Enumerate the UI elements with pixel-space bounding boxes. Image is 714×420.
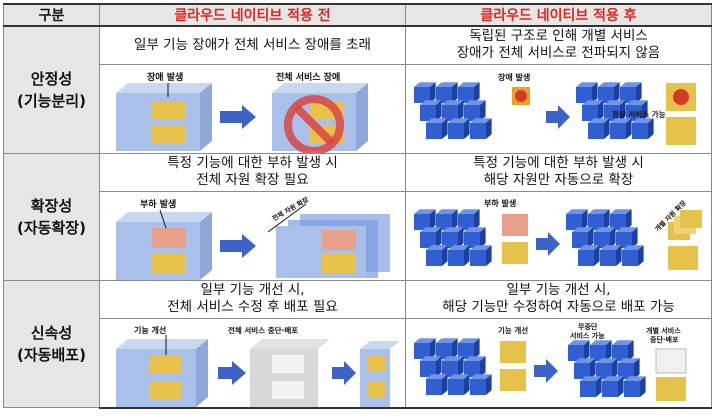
arrow-icon (220, 104, 256, 129)
monolith-box (116, 82, 212, 151)
prohibited-icon (284, 94, 344, 152)
stability-after-text: 독립된 구조로 인해 개별 서비스 장애가 전체 서비스로 전파되지 않음 (405, 25, 712, 65)
cube-grid (568, 339, 646, 397)
scalability-after-text: 특정 기능에 대한 부하 발생 시 해당 자원만 자동으로 확장 (405, 152, 712, 192)
cube-grid (414, 337, 492, 395)
svg-text:부하 발생: 부하 발생 (140, 198, 176, 210)
warning-sign-icon (512, 86, 530, 105)
svg-text:기능 개선: 기능 개선 (134, 325, 166, 335)
stability-before-text: 일부 기능 장애가 전체 서비스 장애를 초래 (99, 25, 406, 65)
comparison-table: 구분 클라우드 네이티브 적용 전 클라우드 네이티브 적용 후 안정성 (기능… (3, 3, 712, 409)
cube-grid (566, 208, 644, 266)
header-after: 클라우드 네이티브 적용 후 (405, 3, 712, 27)
category-agility: 신속성 (자동배포) (3, 279, 100, 408)
microservice-grid (414, 81, 492, 139)
svg-text:부하 발생: 부하 발생 (484, 198, 516, 208)
scalability-before-figure: 부하 발생 전체 자원 확장 (99, 190, 406, 281)
arrow-icon (546, 104, 570, 129)
category-scalability: 확장성 (자동확장) (3, 152, 100, 281)
cube-grid (414, 208, 492, 266)
stability-before-figure: 장애 발생 전체 서비스 장애 (99, 63, 406, 154)
scalability-before-text: 특정 기능에 대한 부하 발생 시 전체 자원 확장 필요 (99, 152, 406, 192)
expanded-monolith (276, 213, 390, 278)
scalability-after-figure: 부하 발생 개별 자원 확장 (405, 190, 712, 281)
label-total-failure: 전체 서비스 장애 (276, 71, 340, 83)
agility-before-text: 일부 기능 개선 시, 전체 서비스 수정 후 배포 필요 (99, 279, 406, 319)
label-fault: 장애 발생 (147, 71, 183, 83)
svg-text:기능 개선: 기능 개선 (498, 325, 528, 335)
stability-after-figure: 장애 발생 정상 서비스 가능 (405, 63, 712, 154)
svg-text:전체 서비스 중단·배포: 전체 서비스 중단·배포 (228, 325, 298, 335)
svg-text:정상 서비스 가능: 정상 서비스 가능 (612, 109, 666, 119)
agility-before-figure: 기능 개선 전체 서비스 중단·배포 (99, 317, 406, 409)
header-category: 구분 (3, 3, 100, 27)
category-stability: 안정성 (기능분리) (3, 25, 100, 154)
stability-after-svg: 장애 발생 정상 서비스 가능 (414, 72, 696, 145)
microservice-grid-healthy (576, 81, 654, 139)
svg-text:장애 발생: 장애 발생 (498, 72, 530, 82)
agility-after-text: 일부 기능 개선 시, 해당 기능만 수정하여 자동으로 배포 가능 (405, 279, 712, 319)
header-before: 클라우드 네이티브 적용 전 (99, 3, 406, 27)
